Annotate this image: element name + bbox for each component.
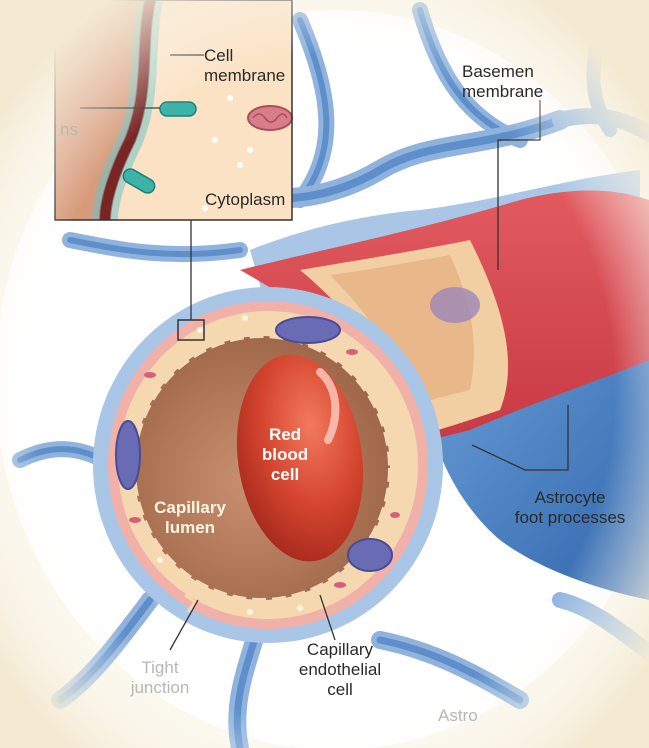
illustration <box>0 0 649 748</box>
blood-brain-barrier-diagram: Cell membrane Basemen membrane Cytoplasm… <box>0 0 649 748</box>
